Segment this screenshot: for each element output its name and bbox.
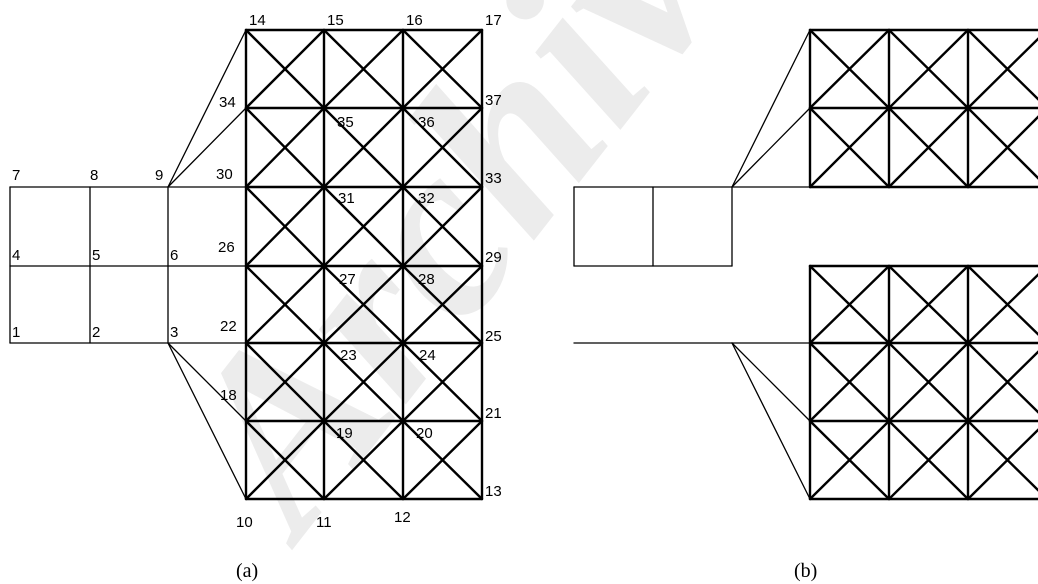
node-label-8: 8 bbox=[90, 167, 98, 184]
node-label-23: 23 bbox=[340, 347, 357, 364]
truss-member bbox=[167, 342, 247, 500]
truss-brace bbox=[244, 419, 326, 501]
node-label-11: 11 bbox=[316, 514, 332, 531]
truss-member bbox=[167, 29, 247, 188]
truss-member bbox=[731, 342, 811, 500]
node-label-5: 5 bbox=[92, 247, 100, 264]
truss-brace bbox=[887, 28, 970, 110]
truss-member bbox=[167, 342, 247, 422]
node-label-30: 30 bbox=[216, 166, 233, 183]
truss-brace bbox=[322, 106, 405, 189]
node-label-33: 33 bbox=[485, 170, 502, 187]
truss-brace bbox=[887, 264, 970, 345]
truss-brace bbox=[244, 185, 326, 268]
node-label-34: 34 bbox=[219, 94, 236, 111]
node-label-15: 15 bbox=[327, 12, 344, 29]
truss-brace bbox=[808, 419, 891, 501]
truss-brace bbox=[244, 28, 326, 110]
truss-brace bbox=[966, 115, 1038, 189]
node-label-28: 28 bbox=[418, 271, 435, 288]
node-label-21: 21 bbox=[485, 405, 502, 422]
node-label-20: 20 bbox=[416, 425, 433, 442]
node-label-1: 1 bbox=[12, 324, 20, 341]
truss-brace bbox=[808, 341, 891, 423]
node-label-25: 25 bbox=[485, 328, 502, 345]
truss-brace bbox=[966, 350, 1038, 423]
node-label-19: 19 bbox=[336, 425, 353, 442]
node-label-3: 3 bbox=[170, 324, 178, 341]
truss-brace bbox=[322, 264, 405, 345]
truss-brace bbox=[887, 341, 970, 423]
truss-brace bbox=[966, 37, 1038, 110]
truss-panel-b bbox=[573, 28, 1038, 501]
node-label-16: 16 bbox=[406, 12, 423, 29]
truss-brace bbox=[244, 264, 326, 345]
truss-brace bbox=[808, 28, 891, 110]
truss-brace bbox=[887, 106, 970, 189]
truss-brace bbox=[401, 264, 484, 345]
node-label-35: 35 bbox=[337, 114, 354, 131]
truss-member bbox=[731, 107, 811, 188]
truss-member bbox=[731, 342, 811, 422]
truss-brace bbox=[322, 341, 405, 423]
node-label-36: 36 bbox=[418, 114, 435, 131]
truss-brace bbox=[966, 273, 1038, 345]
node-label-17: 17 bbox=[485, 12, 502, 29]
truss-brace bbox=[322, 28, 405, 110]
truss-brace bbox=[966, 428, 1038, 501]
node-label-24: 24 bbox=[419, 347, 436, 364]
truss-brace bbox=[808, 106, 891, 189]
truss-member bbox=[731, 29, 811, 188]
node-label-12: 12 bbox=[394, 509, 411, 526]
node-label-27: 27 bbox=[339, 271, 356, 288]
node-label-9: 9 bbox=[155, 167, 163, 184]
node-label-32: 32 bbox=[418, 190, 435, 207]
node-label-37: 37 bbox=[485, 92, 502, 109]
truss-brace bbox=[887, 419, 970, 501]
node-label-26: 26 bbox=[218, 239, 235, 256]
node-label-18: 18 bbox=[220, 387, 237, 404]
truss-brace bbox=[244, 341, 326, 423]
node-label-4: 4 bbox=[12, 247, 20, 264]
node-label-14: 14 bbox=[249, 12, 266, 29]
truss-brace bbox=[808, 264, 891, 345]
truss-member bbox=[167, 107, 247, 188]
truss-brace bbox=[401, 28, 484, 110]
truss-brace bbox=[401, 106, 484, 189]
truss-brace bbox=[401, 341, 484, 423]
node-label-29: 29 bbox=[485, 249, 502, 266]
node-label-7: 7 bbox=[12, 167, 20, 184]
node-label-31: 31 bbox=[338, 190, 355, 207]
watermark: Archive of SID bbox=[117, 0, 1038, 584]
truss-brace bbox=[401, 185, 484, 268]
node-label-13: 13 bbox=[485, 483, 502, 500]
node-label-6: 6 bbox=[170, 247, 178, 264]
truss-brace bbox=[322, 185, 405, 268]
truss-brace bbox=[244, 106, 326, 189]
panel-b-caption: (b) bbox=[794, 560, 817, 582]
node-label-10: 10 bbox=[236, 514, 253, 531]
truss-brace bbox=[401, 419, 484, 501]
node-label-2: 2 bbox=[92, 324, 100, 341]
node-label-22: 22 bbox=[220, 318, 237, 335]
truss-brace bbox=[322, 419, 405, 501]
panel-a-caption: (a) bbox=[236, 560, 258, 582]
